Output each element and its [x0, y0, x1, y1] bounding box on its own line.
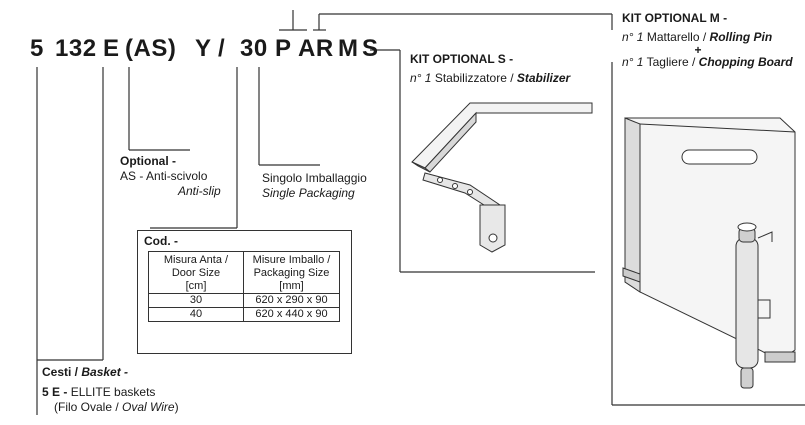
basket-block: Cesti / Basket - 5 E - ELLITE baskets (F…	[42, 365, 242, 415]
cod-header-door-size: Misura Anta / Door Size [cm]	[148, 251, 244, 294]
code-part-ar: AR	[298, 35, 334, 62]
packaging-line1: Singolo Imballaggio	[262, 171, 367, 185]
packaging-line2: Single Packaging	[262, 186, 355, 200]
code-part-series: 5	[30, 35, 44, 62]
cod-table: Misura Anta / Door Size [cm] Misure Imba…	[148, 251, 340, 322]
basket-wire-line: (Filo Ovale / Oval Wire)	[54, 400, 179, 414]
single-packaging-block: Singolo Imballaggio Single Packaging	[262, 171, 402, 201]
kit-m-item1: n° 1 Mattarello / Rolling Pin	[622, 30, 773, 44]
kit-s-title: KIT OPTIONAL S -	[410, 52, 514, 66]
code-part-packaging: P	[275, 35, 292, 62]
cod-cell-packaging-size: 620 x 440 x 90	[243, 307, 340, 322]
kit-s-block: KIT OPTIONAL S - n° 1 Stabilizzatore / S…	[410, 52, 610, 86]
optional-title: Optional -	[120, 154, 176, 168]
code-part-model: 132	[55, 35, 97, 62]
table-row: 40 620 x 440 x 90	[148, 307, 340, 322]
basket-name-line: 5 E - ELLITE baskets	[42, 385, 156, 399]
cod-cell-door-size: 40	[148, 307, 244, 322]
optional-anti-slip-block: Optional - AS - Anti-scivolo Anti-slip	[120, 154, 240, 199]
code-part-size: 30	[240, 35, 268, 62]
cod-cell-packaging-size: 620 x 290 x 90	[243, 293, 340, 308]
code-part-kit-m: M	[338, 35, 359, 62]
code-part-slash: /	[218, 35, 226, 62]
chopping-board-rolling-pin-illustration	[622, 117, 796, 389]
code-part-basket: E	[103, 35, 120, 62]
code-part-y: Y	[195, 35, 212, 62]
optional-line1: AS - Anti-scivolo	[120, 169, 208, 183]
kit-m-item2: n° 1 Tagliere / Chopping Board	[622, 55, 793, 69]
cod-cell-door-size: 30	[148, 293, 244, 308]
kit-m-plus: +	[694, 43, 702, 57]
cod-header-packaging-size: Misure Imballo / Packaging Size [mm]	[243, 251, 340, 294]
code-part-kit-s: S	[362, 35, 379, 62]
table-row: 30 620 x 290 x 90	[148, 293, 340, 308]
kit-s-item: n° 1 Stabilizzatore / Stabilizer	[410, 71, 571, 85]
code-part-anti-slip: (AS)	[125, 35, 177, 62]
kit-m-title: KIT OPTIONAL M -	[622, 11, 728, 25]
optional-line2: Anti-slip	[178, 184, 221, 198]
basket-title: Cesti / Basket -	[42, 365, 129, 379]
stabilizer-bracket-illustration	[411, 102, 593, 253]
kit-m-block: KIT OPTIONAL M - n° 1 Mattarello / Rolli…	[622, 11, 804, 70]
cod-box: Cod. - Misura Anta / Door Size [cm] Misu…	[137, 230, 352, 354]
cod-title: Cod. -	[144, 234, 178, 248]
